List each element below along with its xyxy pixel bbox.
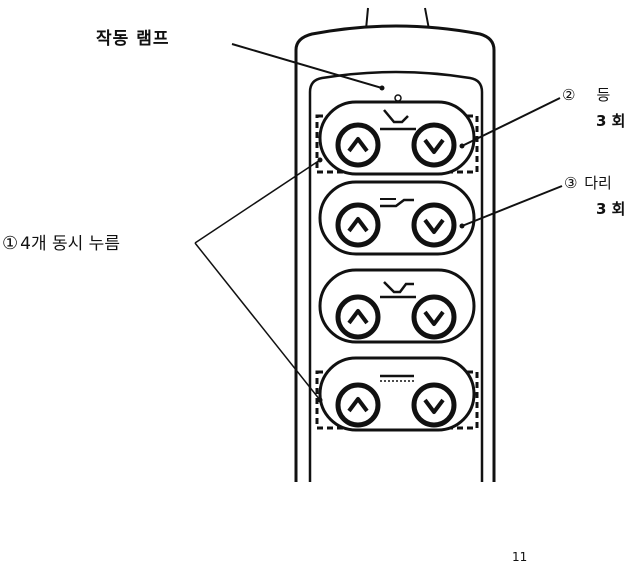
- step1-leader-top: [194, 159, 321, 244]
- chevron-up-icon: [347, 217, 369, 233]
- step2-leader-dot: [459, 143, 465, 149]
- step3-count: 3 회: [596, 200, 626, 218]
- button-row-3: [318, 268, 476, 344]
- down-button-2[interactable]: [411, 202, 457, 248]
- step2-text: 등: [596, 86, 611, 104]
- step1-leader-top-dot: [317, 157, 323, 163]
- step2-leader-line: [461, 97, 561, 147]
- chevron-down-icon: [423, 218, 445, 234]
- step1-leader-bottom-dot: [317, 397, 323, 403]
- remote-inner-bezel: [308, 70, 484, 482]
- step3-leader-line: [461, 185, 563, 227]
- leg-up-bed-icon: [380, 198, 414, 208]
- lamp-leader-line: [231, 43, 383, 89]
- up-button-2[interactable]: [335, 202, 381, 248]
- down-button-1[interactable]: [411, 122, 457, 168]
- lamp-leader-dot: [379, 85, 385, 91]
- chevron-down-icon: [423, 138, 445, 154]
- lamp-indicator: [394, 94, 402, 102]
- step2-count: 3 회: [596, 112, 626, 130]
- back-up-bed-icon: [380, 109, 416, 131]
- step1-leader-bottom: [194, 242, 321, 401]
- chevron-up-icon: [347, 397, 369, 413]
- lamp-label: 작동 램프: [96, 29, 170, 49]
- step3-label: ③ 다리: [564, 176, 612, 191]
- step2-label: ② 등: [562, 88, 610, 103]
- chevron-up-icon: [347, 309, 369, 325]
- step1-text: 4개 동시 누름: [20, 234, 120, 254]
- chevron-up-icon: [347, 137, 369, 153]
- button-row-2: [318, 180, 476, 256]
- step3-number: ③: [564, 174, 578, 192]
- step2-number: ②: [562, 86, 576, 104]
- up-button-1[interactable]: [335, 122, 381, 168]
- flat-bed-icon: [380, 374, 414, 382]
- button-row-4: [318, 356, 476, 432]
- down-button-3[interactable]: [411, 294, 457, 340]
- chevron-down-icon: [423, 398, 445, 414]
- step3-text: 다리: [584, 174, 612, 192]
- down-button-4[interactable]: [411, 382, 457, 428]
- button-row-1: [318, 100, 476, 176]
- sit-up-bed-icon: [380, 281, 416, 299]
- step3-leader-dot: [459, 223, 465, 229]
- page-number: 11: [512, 550, 528, 564]
- up-button-4[interactable]: [335, 382, 381, 428]
- up-button-3[interactable]: [335, 294, 381, 340]
- step1-number: ①: [2, 233, 19, 254]
- chevron-down-icon: [423, 310, 445, 326]
